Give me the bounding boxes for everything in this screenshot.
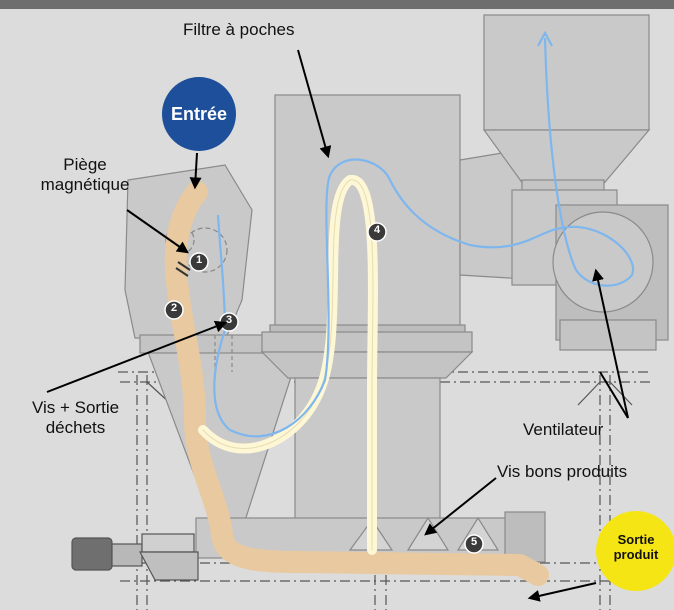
outlet-label-line1: Sortie bbox=[617, 532, 655, 547]
waste-screw-label: Vis + Sortie déchets bbox=[18, 398, 133, 437]
product-flow bbox=[164, 181, 549, 586]
waste-screw-label-line2: déchets bbox=[45, 417, 106, 437]
magnetic-trap-label: Piège magnétique bbox=[40, 155, 130, 194]
filter-label: Filtre à poches bbox=[183, 20, 295, 39]
marker-1 bbox=[189, 252, 209, 272]
inlet-label: Entrée bbox=[170, 104, 228, 124]
marker-4 bbox=[367, 222, 387, 242]
top-bar bbox=[0, 0, 674, 9]
outlet-label: Sortie produit bbox=[600, 532, 672, 563]
magnetic-trap-label-line1: Piège bbox=[63, 155, 107, 174]
inlet-badge bbox=[162, 77, 236, 151]
marker-4-label: 4 bbox=[373, 224, 381, 236]
marker-2 bbox=[164, 300, 184, 320]
arrow-icon bbox=[46, 49, 629, 602]
outlet-badge bbox=[596, 511, 674, 591]
marker-5 bbox=[464, 534, 484, 554]
fan-label: Ventilateur bbox=[523, 420, 604, 439]
marker-5-label: 5 bbox=[470, 536, 478, 548]
marker-3-label: 3 bbox=[225, 314, 233, 326]
marker-2-label: 2 bbox=[170, 302, 178, 314]
good-screw-label: Vis bons produits bbox=[497, 462, 628, 481]
magnetic-trap-label-line2: magnétique bbox=[40, 174, 130, 194]
waste-screw-label-line1: Vis + Sortie bbox=[31, 398, 120, 417]
motor bbox=[71, 533, 199, 581]
marker-1-label: 1 bbox=[195, 254, 203, 266]
magnetic-trap bbox=[175, 261, 191, 277]
outlet-label-line2: produit bbox=[613, 546, 659, 562]
